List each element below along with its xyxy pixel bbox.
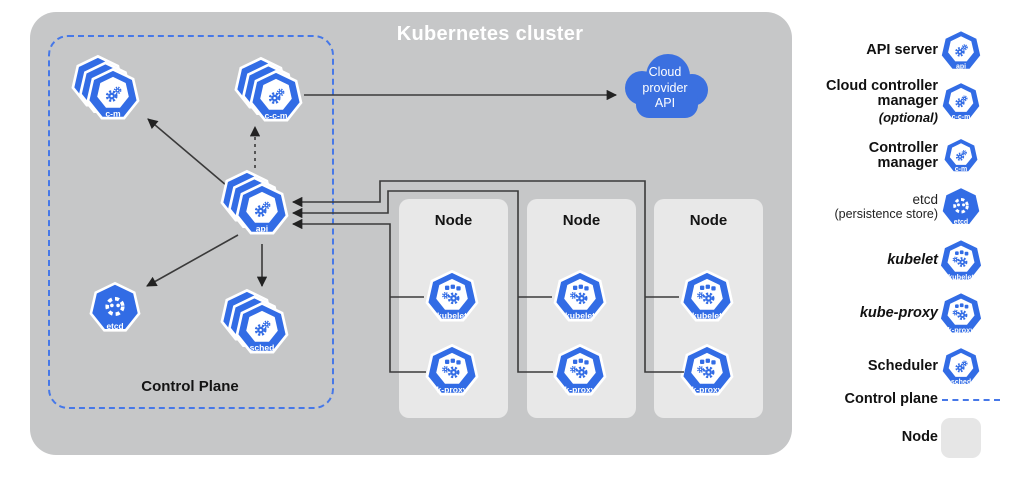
legend-api-icon: api: [909, 0, 986, 81]
sched-icon-wrap: sched: [197, 264, 292, 364]
sched-icon: sched: [220, 288, 289, 354]
svg-text:api: api: [256, 224, 268, 234]
api-icon-wrap: api: [197, 145, 292, 245]
svg-text:c-m: c-m: [105, 109, 121, 119]
legend-c-c-m-icon: c-c-m: [911, 52, 985, 131]
etcd-icon: etcd: [940, 185, 982, 227]
legend-k-proxy-icon: k-proxy: [906, 259, 987, 345]
svg-text:sched: sched: [250, 343, 275, 353]
cloud-label: Cloud provider API: [642, 65, 688, 110]
legend-c-m-icon: c-m: [916, 111, 983, 183]
svg-text:c-c-m: c-c-m: [952, 114, 971, 121]
svg-text:c-c-m: c-c-m: [265, 111, 288, 121]
legend-label: Control plane: [844, 391, 938, 407]
legend-kubelet-icon: kubelet: [906, 206, 987, 292]
svg-text:etcd: etcd: [954, 219, 968, 226]
svg-text:api: api: [956, 64, 966, 71]
cloud-provider-api: Cloud provider API: [618, 52, 712, 120]
c-m-icon: c-m: [942, 136, 980, 174]
kubelet-icon: kubelet: [938, 237, 984, 282]
legend-label: etcd(persistence store): [820, 192, 938, 223]
legend-sched-icon: sched: [911, 317, 985, 396]
svg-text:k-proxy: k-proxy: [691, 385, 722, 395]
svg-text:kubelet: kubelet: [948, 272, 974, 281]
k-proxy-icon: k-proxy: [938, 290, 984, 335]
legend-label: kubelet: [887, 252, 938, 268]
svg-text:k-proxy: k-proxy: [436, 385, 467, 395]
svg-text:k-proxy: k-proxy: [564, 385, 595, 395]
cluster-title: Kubernetes cluster: [396, 23, 584, 45]
c-c-m-icon-wrap: c-c-m: [211, 32, 306, 132]
svg-text:etcd: etcd: [106, 321, 123, 331]
k-proxy-icon-wrap: k-proxy: [515, 306, 610, 406]
svg-text:k-proxy: k-proxy: [948, 325, 976, 334]
k-proxy-icon-wrap: k-proxy: [642, 306, 737, 406]
c-c-m-icon: c-c-m: [940, 80, 982, 122]
legend-label: Cloud controller manager(optional): [820, 78, 938, 126]
c-m-icon: c-m: [71, 54, 140, 120]
api-icon: api: [939, 28, 983, 71]
node-box-swatch: [941, 418, 981, 458]
legend-etcd-icon: etcd: [911, 157, 985, 236]
node-label: Node: [562, 212, 601, 229]
svg-text:sched: sched: [951, 379, 971, 386]
legend-label: Scheduler: [867, 358, 938, 374]
k-proxy-icon: k-proxy: [680, 343, 734, 396]
api-icon: api: [220, 169, 289, 235]
legend-sublabel: (persistence store): [834, 207, 938, 221]
node-label: Node: [434, 212, 473, 229]
legend-label: kube-proxy: [859, 305, 938, 321]
control-plane-dash-swatch: [942, 399, 1000, 401]
legend-label: API server: [866, 42, 938, 58]
k-proxy-icon: k-proxy: [553, 343, 607, 396]
cloud-icon: [625, 54, 708, 118]
kubelet-icon-wrap: kubelet: [642, 232, 737, 332]
svg-text:kubelet: kubelet: [692, 311, 722, 321]
k-proxy-icon: k-proxy: [425, 343, 479, 396]
kubelet-icon: kubelet: [680, 269, 734, 322]
c-m-icon-wrap: c-m: [48, 30, 143, 130]
sched-icon: sched: [940, 345, 982, 387]
control-plane-label: Control Plane: [141, 378, 239, 395]
k-proxy-icon-wrap: k-proxy: [387, 306, 482, 406]
c-c-m-icon: c-c-m: [234, 56, 303, 122]
legend-label: Node: [901, 429, 938, 445]
svg-text:c-m: c-m: [955, 166, 967, 173]
legend-sublabel: (optional): [878, 109, 938, 125]
node-label: Node: [689, 212, 728, 229]
etcd-icon: etcd: [89, 281, 141, 332]
etcd-icon-wrap: etcd: [53, 246, 144, 342]
legend-label: Controller manager: [868, 139, 938, 171]
